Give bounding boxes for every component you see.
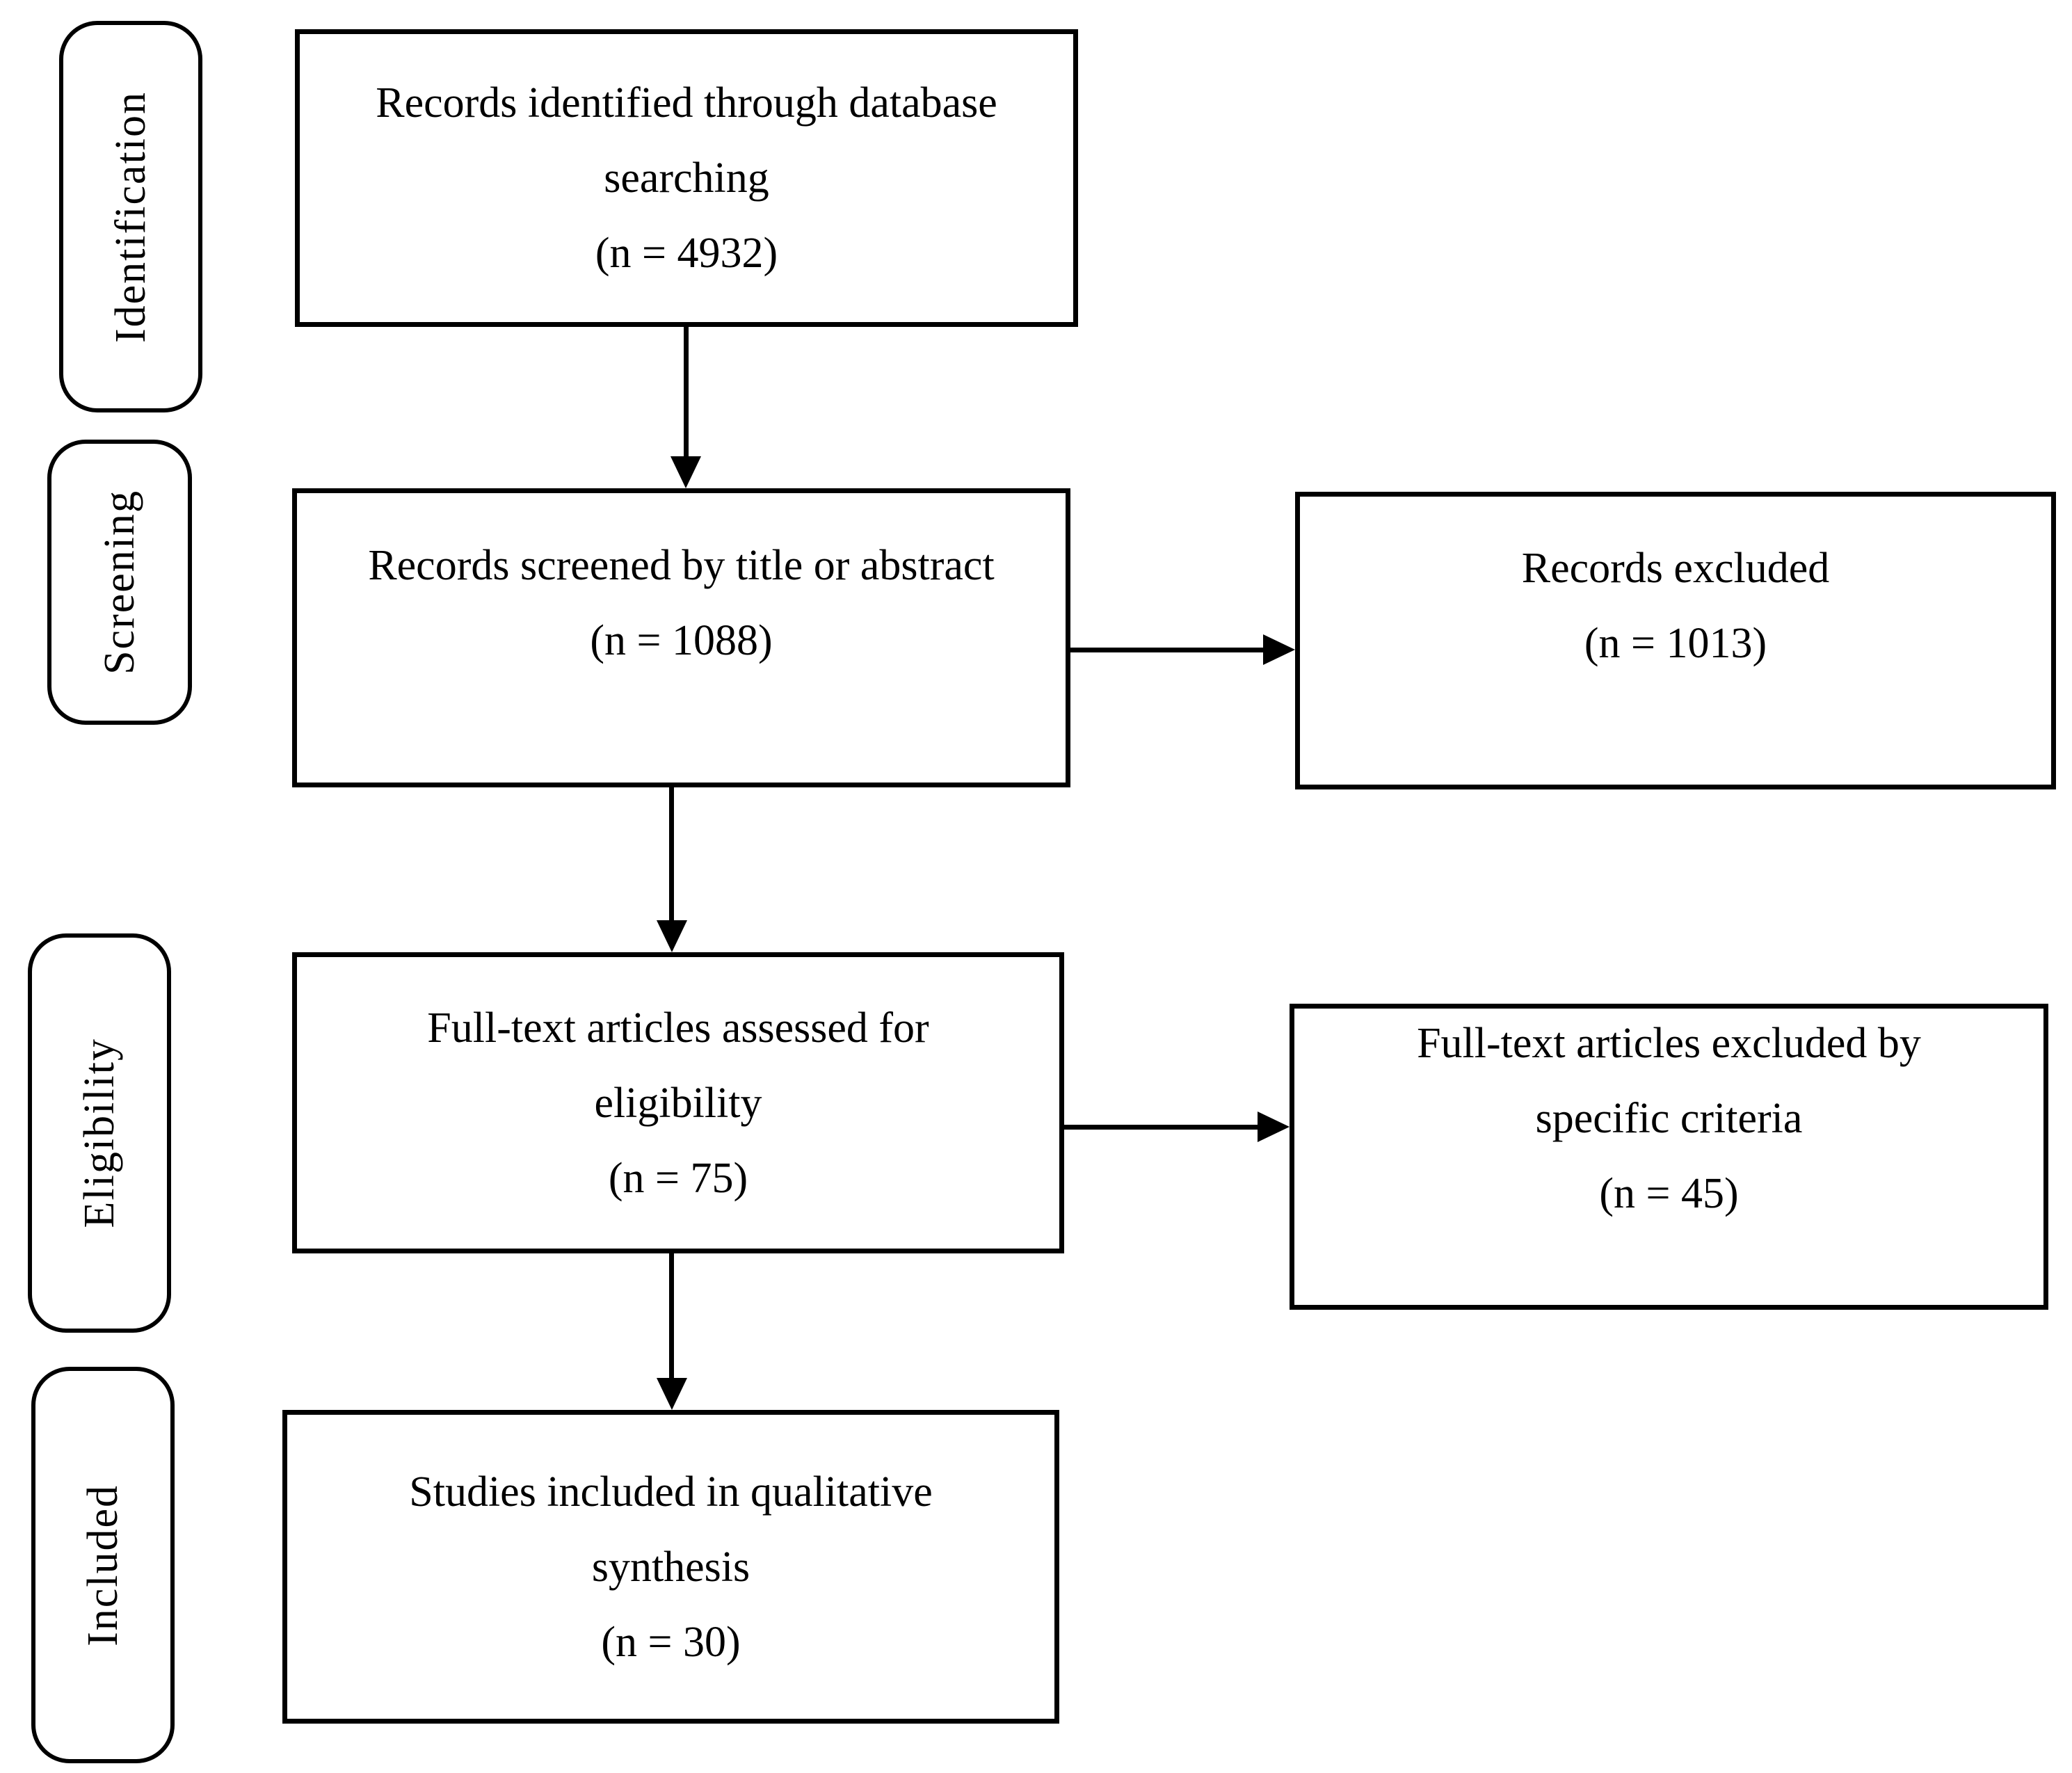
arrow-line [669, 787, 674, 922]
box-studies-included-line1: Studies included in qualitative [409, 1468, 933, 1516]
stage-label-screening: Screening [47, 440, 192, 725]
arrow-down-icon [657, 920, 687, 952]
box-fulltext-assessed: Full-text articles assessed for eligibil… [292, 952, 1064, 1253]
box-fulltext-excluded-line2: specific criteria [1535, 1095, 1803, 1142]
box-fulltext-excluded: Full-text articles excluded by specific … [1290, 1004, 2048, 1310]
arrow-line [684, 326, 689, 458]
stage-label-eligibility: Eligibility [28, 933, 171, 1333]
stage-label-identification: Identification [59, 21, 202, 412]
stage-label-eligibility-text: Eligibility [75, 1038, 123, 1228]
box-records-identified-count: (n = 4932) [595, 230, 778, 277]
box-studies-included: Studies included in qualitative synthesi… [282, 1410, 1059, 1724]
box-records-screened: Records screened by title or abstract (n… [292, 488, 1070, 787]
box-fulltext-excluded-line1: Full-text articles excluded by [1417, 1020, 1921, 1067]
box-records-identified-line1: Records identified through database [376, 79, 997, 127]
box-records-excluded-count: (n = 1013) [1584, 620, 1767, 667]
stage-label-screening-text: Screening [95, 490, 143, 675]
box-records-identified-line2: searching [604, 154, 769, 202]
box-fulltext-assessed-line2: eligibility [594, 1079, 762, 1127]
arrow-right-icon [1258, 1112, 1290, 1142]
box-records-excluded-line1: Records excluded [1521, 545, 1830, 592]
box-studies-included-count: (n = 30) [601, 1618, 741, 1666]
box-records-identified: Records identified through database sear… [295, 29, 1078, 327]
arrow-down-icon [670, 456, 701, 488]
arrow-line [1070, 648, 1263, 652]
stage-label-identification-text: Identification [106, 90, 154, 343]
box-records-screened-line1: Records screened by title or abstract [368, 542, 995, 589]
stage-label-included: Included [31, 1367, 175, 1763]
box-fulltext-assessed-line1: Full-text articles assessed for [427, 1004, 929, 1052]
arrow-line [669, 1253, 674, 1379]
box-studies-included-line2: synthesis [591, 1543, 750, 1591]
box-records-excluded: Records excluded (n = 1013) [1295, 492, 2056, 789]
box-fulltext-assessed-count: (n = 75) [608, 1154, 748, 1202]
arrow-line [1063, 1125, 1258, 1130]
box-records-screened-count: (n = 1088) [590, 617, 773, 664]
arrow-down-icon [657, 1378, 687, 1410]
box-fulltext-excluded-count: (n = 45) [1599, 1170, 1739, 1217]
arrow-right-icon [1263, 634, 1295, 665]
stage-label-included-text: Included [79, 1484, 127, 1646]
